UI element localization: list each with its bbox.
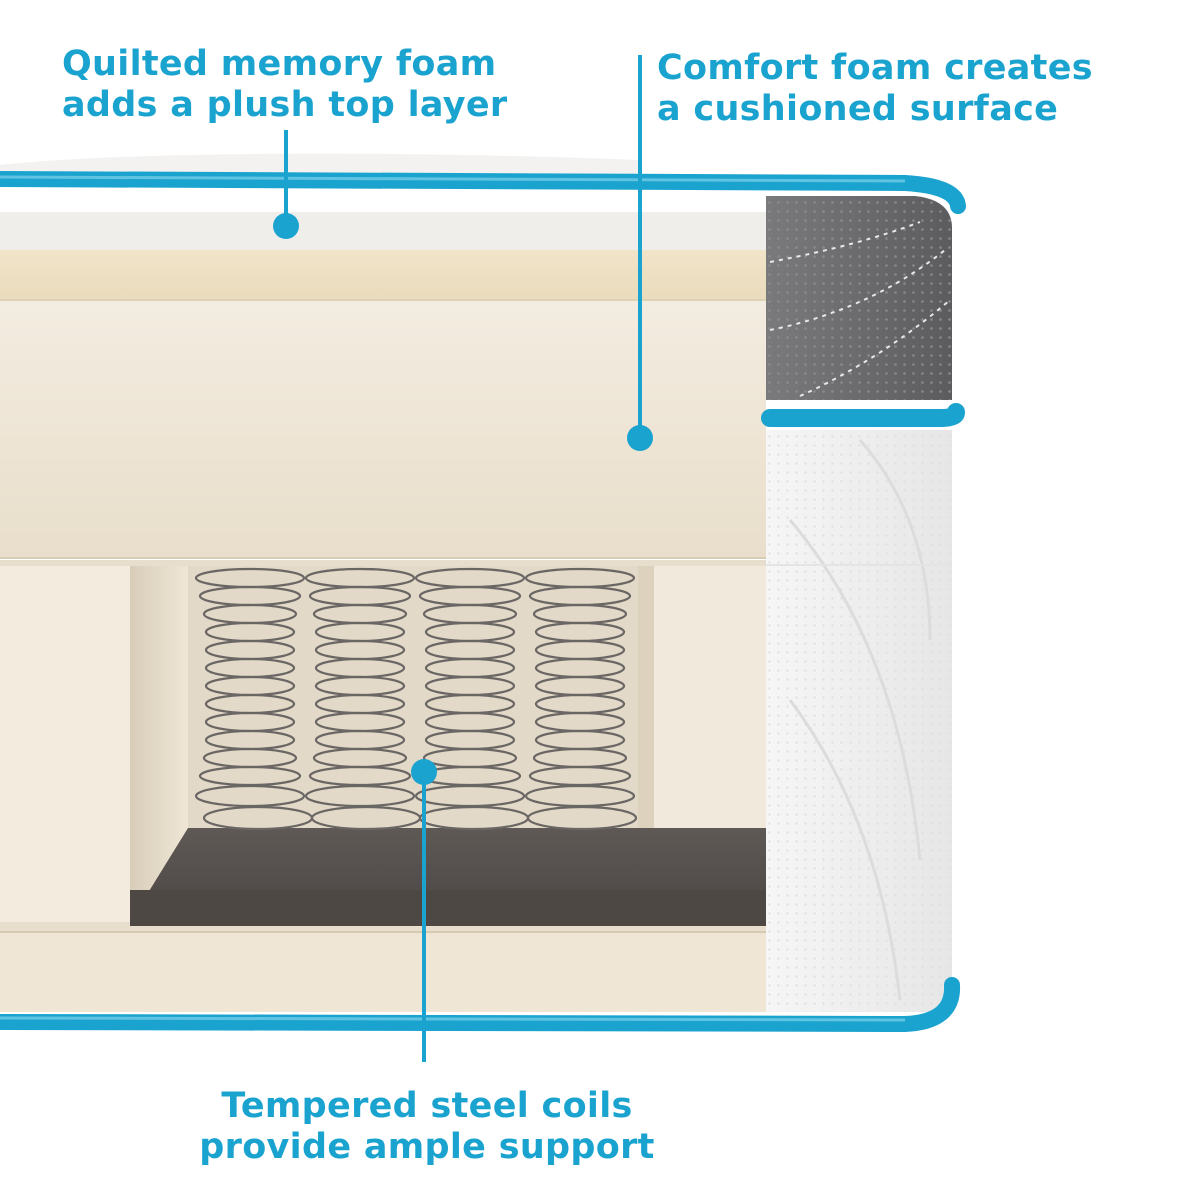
side-panel-lower [766,430,952,1012]
support-foam-layer [0,301,766,558]
comfort-foam-callout: Comfort foam creates a cushioned surface [657,48,1093,130]
memory-foam-callout-line2: adds a plush top layer [62,85,508,125]
coils-callout-line2: provide ample support [199,1127,655,1167]
comfort-foam-layer [0,250,766,300]
comfort-foam-pointer [627,55,653,451]
memory-foam-callout-line1: Quilted memory foam [62,44,497,84]
mattress-top-surface [0,153,640,176]
foam-encasement-right [652,566,766,828]
foam-encasement-left [0,566,130,922]
coil-compartment [0,560,766,932]
middle-piping [761,403,965,427]
memory-foam-layer [0,212,766,250]
steel-coils [194,567,638,831]
coils-callout-line1: Tempered steel coils [221,1086,633,1126]
memory-foam-pointer [273,130,299,239]
bottom-foam-layer [0,932,766,1012]
coils-callout: Tempered steel coils provide ample suppo… [192,1086,662,1168]
coils-pointer [411,759,437,1062]
memory-foam-callout: Quilted memory foam adds a plush top lay… [62,44,507,126]
comfort-foam-callout-line2: a cushioned surface [657,89,1059,129]
side-panel-upper [766,196,952,400]
top-piping [0,171,966,214]
bottom-piping [0,977,961,1033]
comfort-foam-callout-line1: Comfort foam creates [657,48,1093,88]
